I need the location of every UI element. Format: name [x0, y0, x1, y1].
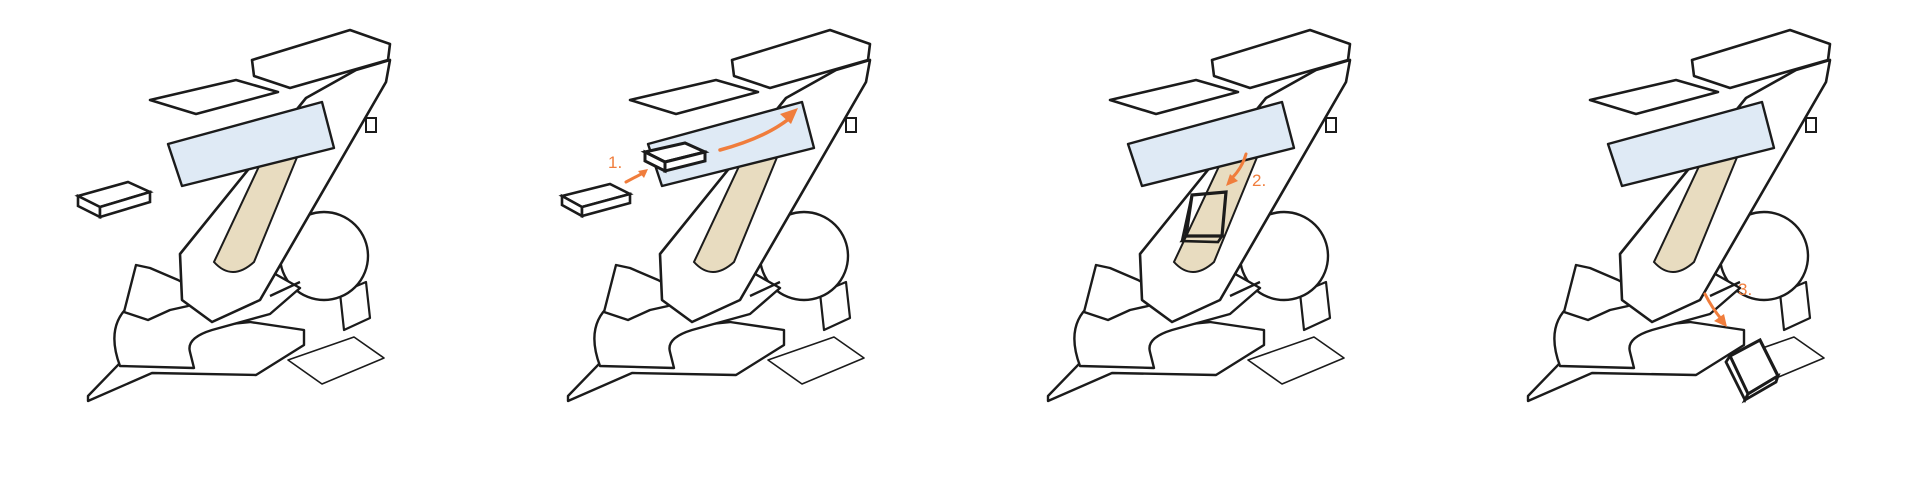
cartridge-icon: [1724, 337, 1781, 404]
cartridge-icon: [558, 182, 634, 219]
panel-3: 2.: [960, 0, 1440, 480]
machine-illustration: 3.: [1526, 28, 1832, 404]
machine-icon: [566, 28, 872, 403]
panel-2: 1.: [480, 0, 960, 480]
panel-1: [0, 0, 480, 480]
machine-illustration: 2.: [1046, 28, 1352, 403]
machine-icon: [1046, 28, 1352, 403]
step-label: 3.: [1738, 280, 1752, 299]
machine-icon: [1526, 28, 1832, 403]
arrow-icon: [1226, 152, 1248, 186]
step-label: 2.: [1252, 171, 1266, 190]
cartridge-icon: [1179, 190, 1228, 244]
arrow-icon: [624, 108, 798, 184]
machine-illustration: 1.: [558, 28, 872, 403]
panel-4: 3.: [1440, 0, 1920, 480]
arrow-icon: [1703, 292, 1727, 327]
cartridge-in-tube: [640, 141, 710, 174]
cartridge-icon: [74, 180, 154, 220]
machine-icon: [86, 28, 392, 403]
step-label: 1.: [608, 153, 622, 172]
machine-illustration: [74, 28, 392, 403]
